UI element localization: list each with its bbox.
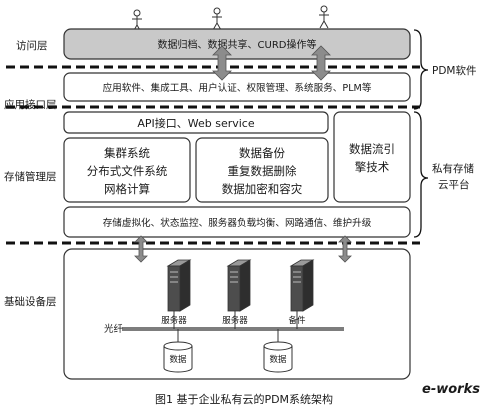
app-box-text: 应用软件、集成工具、用户认证、权限管理、系统服务、PLM等 (103, 82, 372, 94)
engine-box (333, 111, 411, 203)
cloud-brace (413, 111, 429, 238)
server-icon (166, 259, 192, 312)
user-icon (319, 5, 329, 29)
double-arrow-icon (311, 45, 331, 81)
backup-line-2: 重复数据删除 (228, 164, 297, 178)
database-label-2: 数据 (269, 354, 287, 365)
server-icon (226, 259, 252, 312)
pdm-software-label: PDM软件 (432, 64, 476, 77)
figure-caption: 图1 基于企业私有云的PDM系统架构 (155, 392, 333, 406)
api-box (63, 111, 329, 134)
database-icon (163, 341, 193, 373)
database-label-1: 数据 (169, 354, 187, 365)
cloud-label-line-2: 云平台 (438, 178, 470, 191)
database-icon (263, 341, 293, 373)
cluster-line-3: 网格计算 (104, 182, 150, 196)
virtualization-box-text: 存储虚拟化、状态监控、服务器负载均衡、网路通信、维护升级 (103, 217, 372, 229)
user-icon (212, 7, 222, 31)
fiber-label: 光纤 (104, 323, 124, 335)
cluster-line-1: 集群系统 (104, 146, 150, 160)
layer-label-access: 访问层 (16, 39, 48, 52)
spare-server-icon (289, 259, 315, 312)
double-arrow-icon (134, 235, 148, 263)
cloud-label-line-1: 私有存储 (432, 162, 474, 175)
api-box-text: API接口、Web service (137, 117, 255, 130)
virtualization-box (63, 206, 411, 238)
double-arrow-icon (338, 235, 352, 263)
backup-box (195, 137, 329, 203)
infrastructure-box (63, 248, 411, 380)
engine-line-1: 数据流引 (349, 142, 395, 156)
engine-line-2: 擎技术 (355, 160, 390, 174)
cluster-box (63, 137, 191, 203)
access-box-text: 数据归档、数据共享、CURD操作等 (158, 38, 317, 51)
cluster-line-2: 分布式文件系统 (87, 164, 168, 178)
backup-line-3: 数据加密和容灾 (222, 182, 303, 196)
pdm-brace (413, 29, 429, 110)
layer-label-app-interface: 应用接口层 (4, 98, 57, 111)
e-works-watermark: e-works (422, 382, 480, 397)
layer-label-infrastructure: 基础设备层 (4, 295, 57, 308)
app-box (63, 72, 411, 102)
layer-label-storage-mgmt: 存储管理层 (4, 170, 57, 183)
backup-line-1: 数据备份 (239, 146, 285, 160)
double-arrow-icon (212, 45, 232, 81)
